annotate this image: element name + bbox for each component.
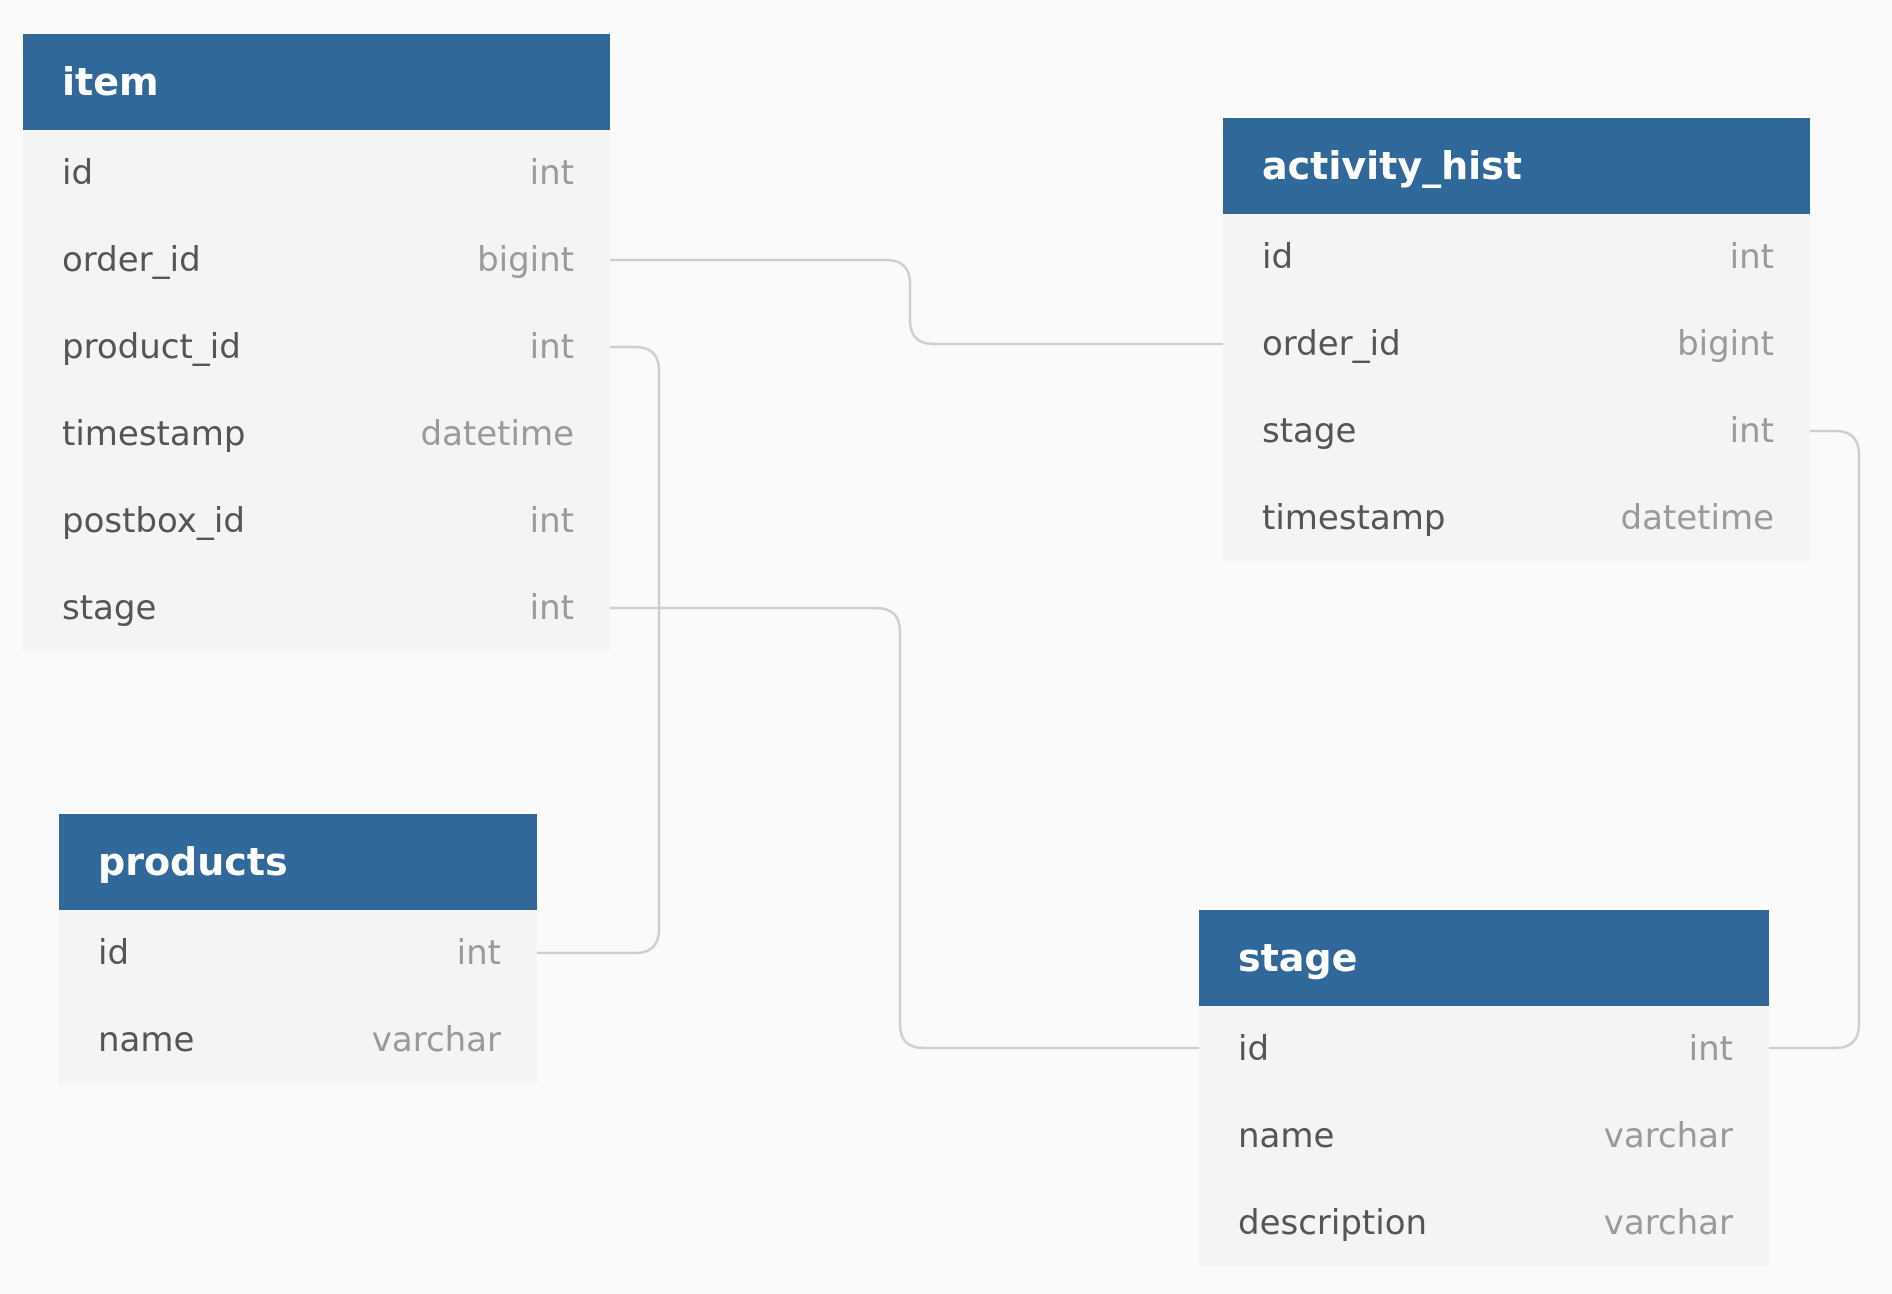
column-row-id[interactable]: id int — [59, 910, 537, 996]
column-type: int — [529, 326, 574, 367]
column-row-postbox-id[interactable]: postbox_id int — [23, 477, 610, 564]
table-body: id int order_id bigint product_id int ti… — [23, 130, 610, 651]
column-row-stage[interactable]: stage int — [1223, 387, 1810, 474]
column-type: datetime — [420, 413, 574, 454]
column-row-product-id[interactable]: product_id int — [23, 303, 610, 390]
table-title: stage — [1238, 936, 1358, 980]
column-row-order-id[interactable]: order_id bigint — [1223, 300, 1810, 387]
table-header-activity-hist[interactable]: activity_hist — [1223, 118, 1810, 214]
column-name: id — [98, 933, 130, 973]
table-stage[interactable]: stage id int name varchar description va… — [1199, 910, 1769, 1266]
column-name: id — [1262, 237, 1294, 277]
table-activity-hist[interactable]: activity_hist id int order_id bigint sta… — [1223, 118, 1810, 561]
column-row-timestamp[interactable]: timestamp datetime — [1223, 474, 1810, 561]
table-item[interactable]: item id int order_id bigint product_id i… — [23, 34, 610, 651]
column-name: product_id — [62, 326, 241, 367]
column-row-timestamp[interactable]: timestamp datetime — [23, 390, 610, 477]
column-type: varchar — [1603, 1202, 1733, 1243]
table-title: item — [62, 60, 159, 104]
column-row-id[interactable]: id int — [1199, 1006, 1769, 1092]
column-type: bigint — [477, 239, 574, 280]
table-title: activity_hist — [1262, 144, 1522, 188]
column-row-order-id[interactable]: order_id bigint — [23, 216, 610, 303]
column-row-id[interactable]: id int — [1223, 214, 1810, 300]
column-type: varchar — [371, 1019, 501, 1060]
table-header-item[interactable]: item — [23, 34, 610, 130]
table-body: id int name varchar — [59, 910, 537, 1083]
column-name: id — [1238, 1029, 1270, 1069]
column-type: int — [1729, 237, 1774, 277]
column-row-id[interactable]: id int — [23, 130, 610, 216]
column-name: timestamp — [1262, 497, 1446, 538]
column-row-name[interactable]: name varchar — [1199, 1092, 1769, 1179]
connector-item-stage-to-stage-id — [610, 606, 1199, 1050]
connector-item-order-id-to-activity-hist-order-id — [610, 258, 1223, 346]
column-name: stage — [1262, 410, 1357, 451]
table-body: id int name varchar description varchar — [1199, 1006, 1769, 1266]
table-title: products — [98, 840, 288, 884]
column-type: int — [529, 587, 574, 628]
column-type: int — [1688, 1029, 1733, 1069]
table-header-products[interactable]: products — [59, 814, 537, 910]
column-type: datetime — [1620, 497, 1774, 538]
column-name: name — [1238, 1115, 1335, 1156]
column-name: order_id — [62, 239, 201, 280]
table-header-stage[interactable]: stage — [1199, 910, 1769, 1006]
column-type: bigint — [1677, 323, 1774, 364]
column-type: varchar — [1603, 1115, 1733, 1156]
table-products[interactable]: products id int name varchar — [59, 814, 537, 1083]
column-name: id — [62, 153, 94, 193]
column-name: timestamp — [62, 413, 246, 454]
column-type: int — [529, 153, 574, 193]
column-name: order_id — [1262, 323, 1401, 364]
column-type: int — [456, 933, 501, 973]
column-name: name — [98, 1019, 195, 1060]
column-row-description[interactable]: description varchar — [1199, 1179, 1769, 1266]
column-name: stage — [62, 587, 157, 628]
column-row-name[interactable]: name varchar — [59, 996, 537, 1083]
column-name: description — [1238, 1202, 1428, 1243]
column-name: postbox_id — [62, 500, 245, 541]
table-body: id int order_id bigint stage int timesta… — [1223, 214, 1810, 561]
column-type: int — [1729, 410, 1774, 451]
column-type: int — [529, 500, 574, 541]
column-row-stage[interactable]: stage int — [23, 564, 610, 651]
